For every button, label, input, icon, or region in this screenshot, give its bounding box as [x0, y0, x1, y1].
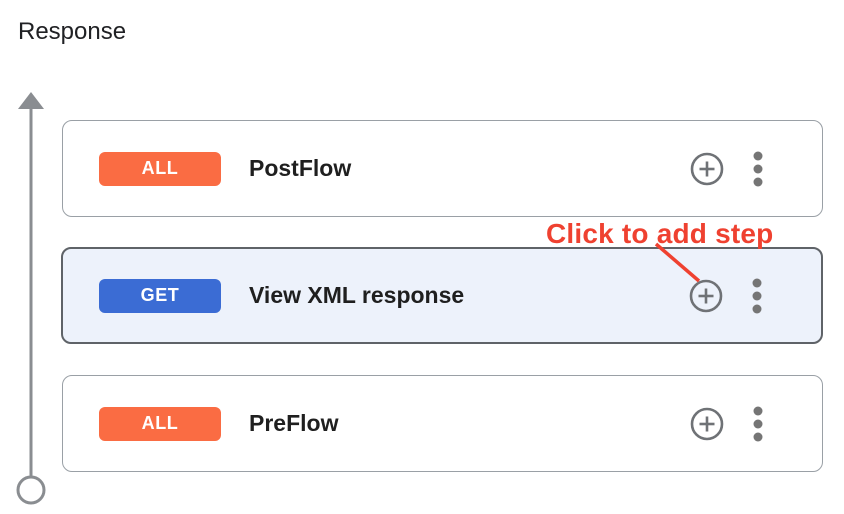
circled-plus-icon: [690, 152, 724, 185]
flow-card-view-xml-response[interactable]: GET View XML response: [61, 247, 823, 344]
card-actions: [690, 406, 763, 442]
flow-card-postflow[interactable]: ALL PostFlow: [62, 120, 823, 217]
page-title: Response: [18, 18, 127, 45]
vertical-ellipsis-icon: [753, 406, 763, 441]
flow-direction-arrow: [16, 92, 46, 505]
up-arrow-icon: [18, 92, 44, 109]
flow-card-label: View XML response: [249, 282, 465, 308]
add-step-button[interactable]: [690, 407, 724, 441]
verb-badge: ALL: [99, 151, 221, 186]
flow-card-label: PreFlow: [249, 410, 339, 436]
card-actions: [689, 278, 762, 314]
flow-card-label: PostFlow: [249, 155, 352, 181]
circled-plus-icon: [690, 407, 724, 440]
flow-card-list: ALL PostFlow GET View XML response: [61, 120, 823, 502]
flow-start-circle-icon: [16, 475, 46, 505]
more-menu-button[interactable]: [753, 406, 763, 442]
add-step-button[interactable]: [690, 152, 724, 186]
more-menu-button[interactable]: [752, 278, 762, 314]
vertical-ellipsis-icon: [752, 278, 762, 313]
flow-card-preflow[interactable]: ALL PreFlow: [62, 375, 823, 472]
more-menu-button[interactable]: [753, 151, 763, 187]
verb-badge: GET: [99, 278, 221, 313]
verb-badge: ALL: [99, 406, 221, 441]
add-step-button[interactable]: [689, 279, 723, 313]
card-actions: [690, 151, 763, 187]
vertical-ellipsis-icon: [753, 151, 763, 186]
circled-plus-icon: [689, 279, 723, 312]
annotation-text: Click to add step: [546, 218, 774, 249]
